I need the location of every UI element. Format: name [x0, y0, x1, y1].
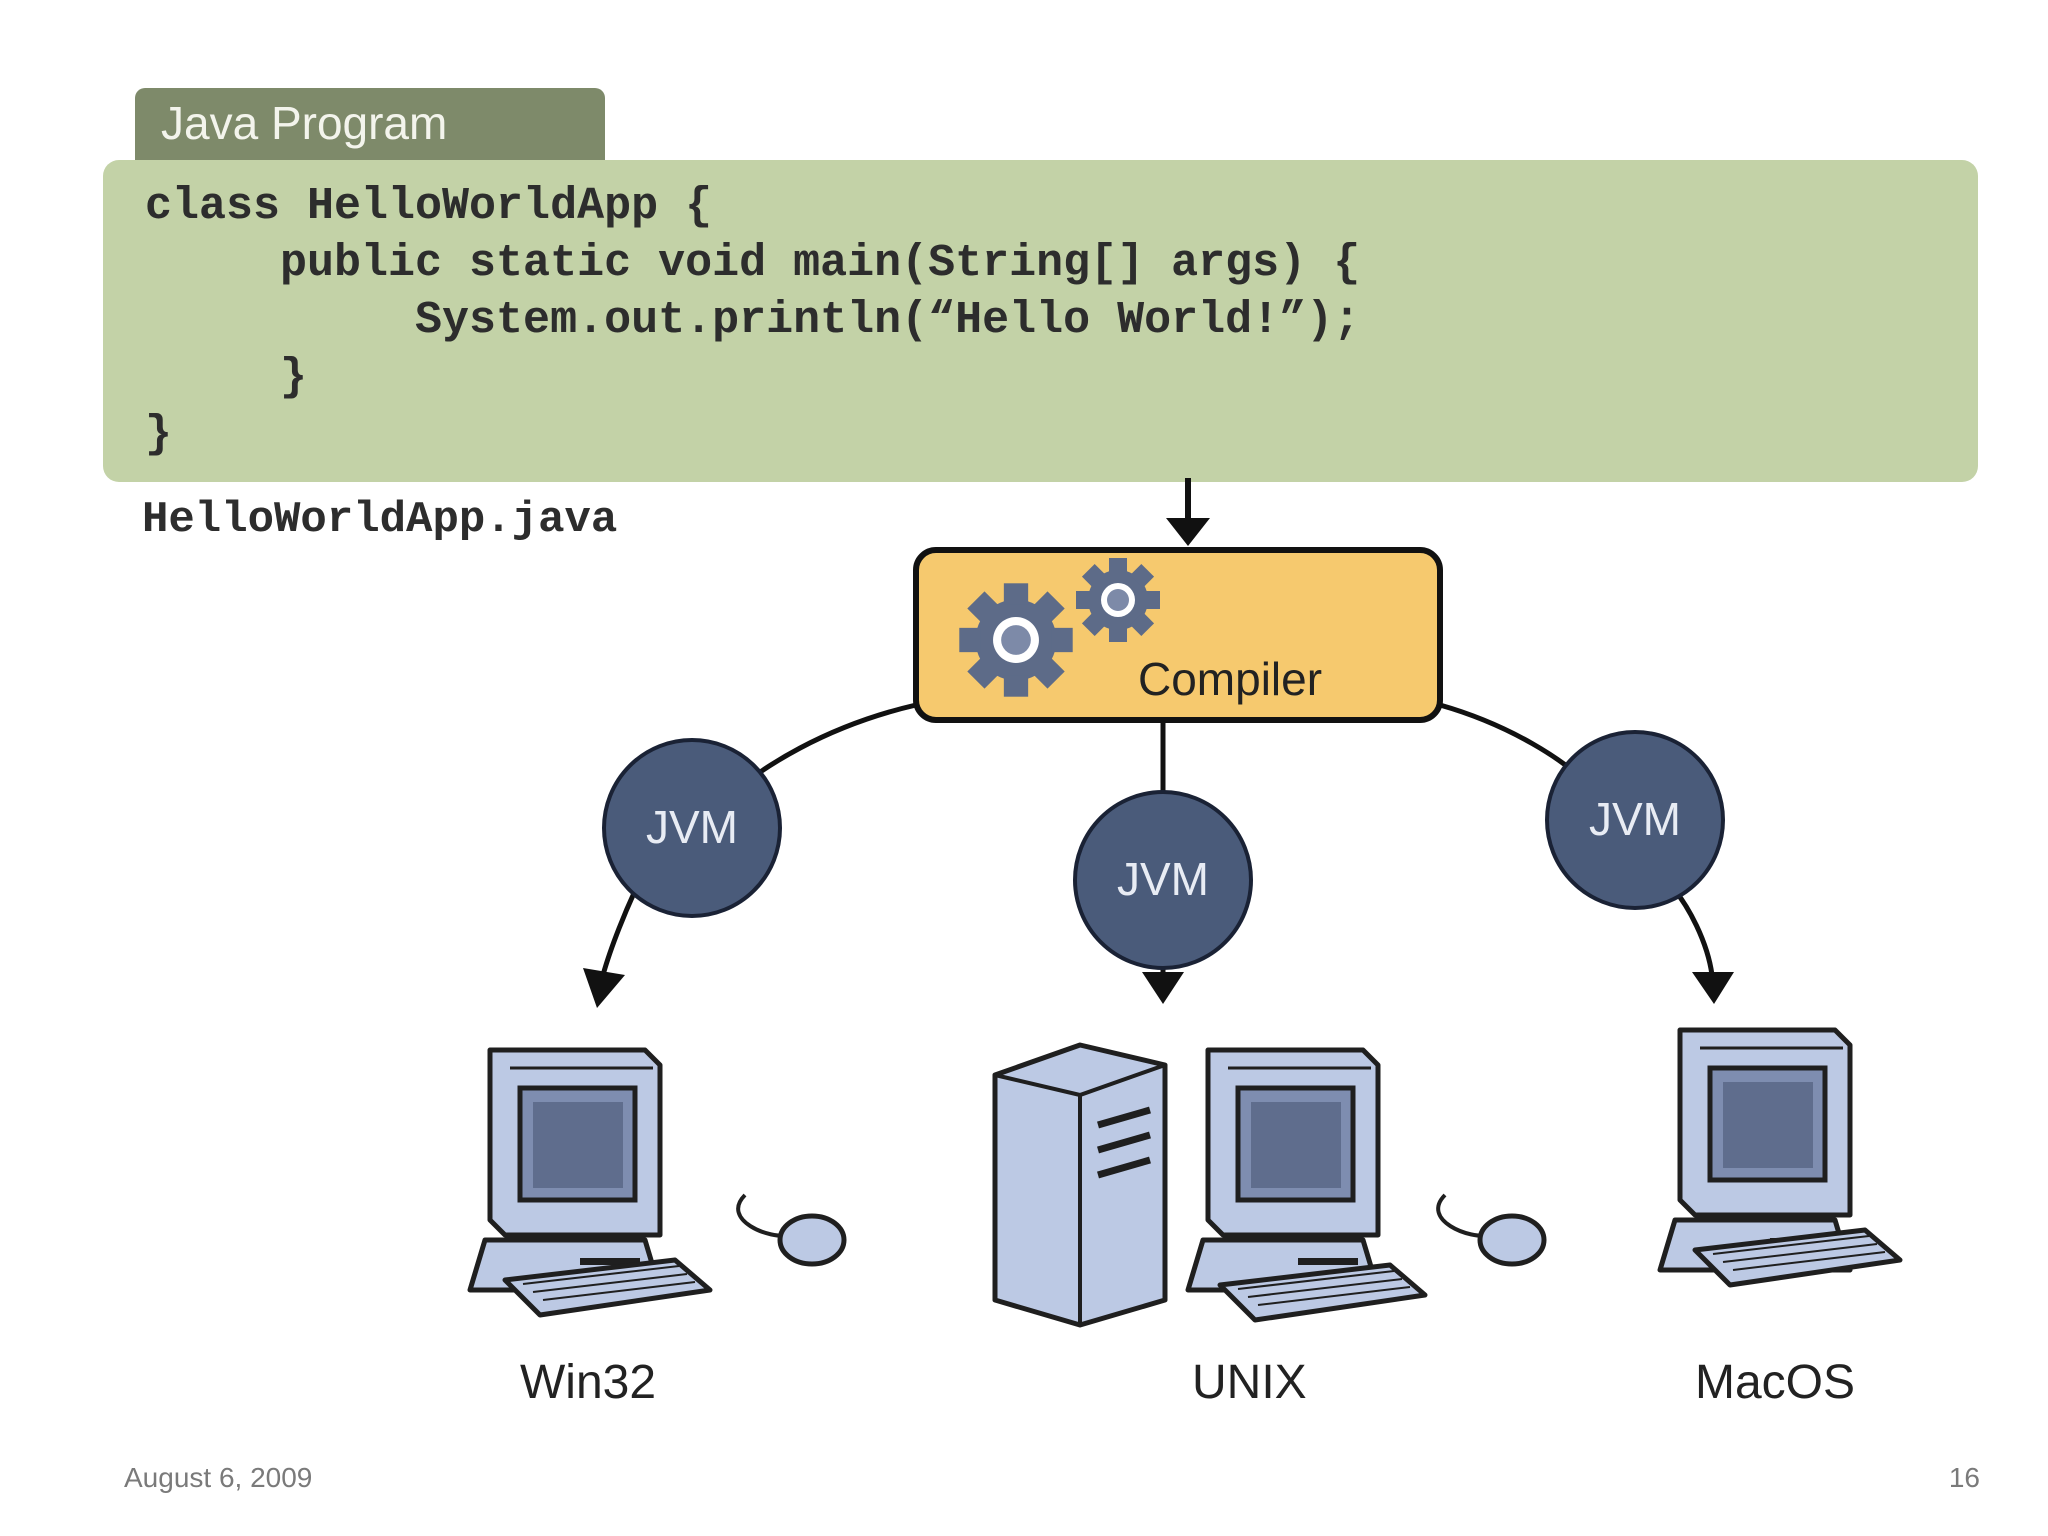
platform-label-macos: MacOS — [1695, 1356, 1856, 1409]
platform-label-unix: UNIX — [1192, 1356, 1307, 1409]
macos-computer-icon — [1660, 1030, 1900, 1285]
code-line: } — [145, 409, 173, 460]
jvm-label-win32: JVM — [646, 801, 738, 853]
platform-label-win32: Win32 — [520, 1356, 657, 1409]
jvm-label-unix: JVM — [1117, 853, 1209, 905]
code-line: System.out.println(“Hello World!”); — [145, 295, 1361, 346]
code-line: class HelloWorldApp { — [145, 181, 713, 232]
code-line: public static void main(String[] args) { — [145, 238, 1361, 289]
footer-date: August 6, 2009 — [124, 1462, 313, 1493]
unix-computer-icon — [992, 1042, 1544, 1328]
java-program-tab-label: Java Program — [161, 97, 448, 149]
code-block: class HelloWorldApp { public static void… — [103, 160, 1978, 482]
page-number: 16 — [1948, 1462, 1980, 1493]
jvm-circle-win32 — [602, 738, 782, 918]
source-filename: HelloWorldApp.java — [142, 495, 618, 545]
code-listing: class HelloWorldApp { public static void… — [145, 178, 1360, 463]
java-program-tab: Java Program — [135, 88, 605, 164]
win32-computer-icon — [470, 1050, 844, 1315]
code-line: } — [145, 352, 308, 403]
jvm-label-macos: JVM — [1589, 793, 1681, 845]
jvm-circle-unix — [1073, 790, 1253, 970]
jvm-circle-macos — [1545, 730, 1725, 910]
compiler-label: Compiler — [1138, 653, 1323, 705]
